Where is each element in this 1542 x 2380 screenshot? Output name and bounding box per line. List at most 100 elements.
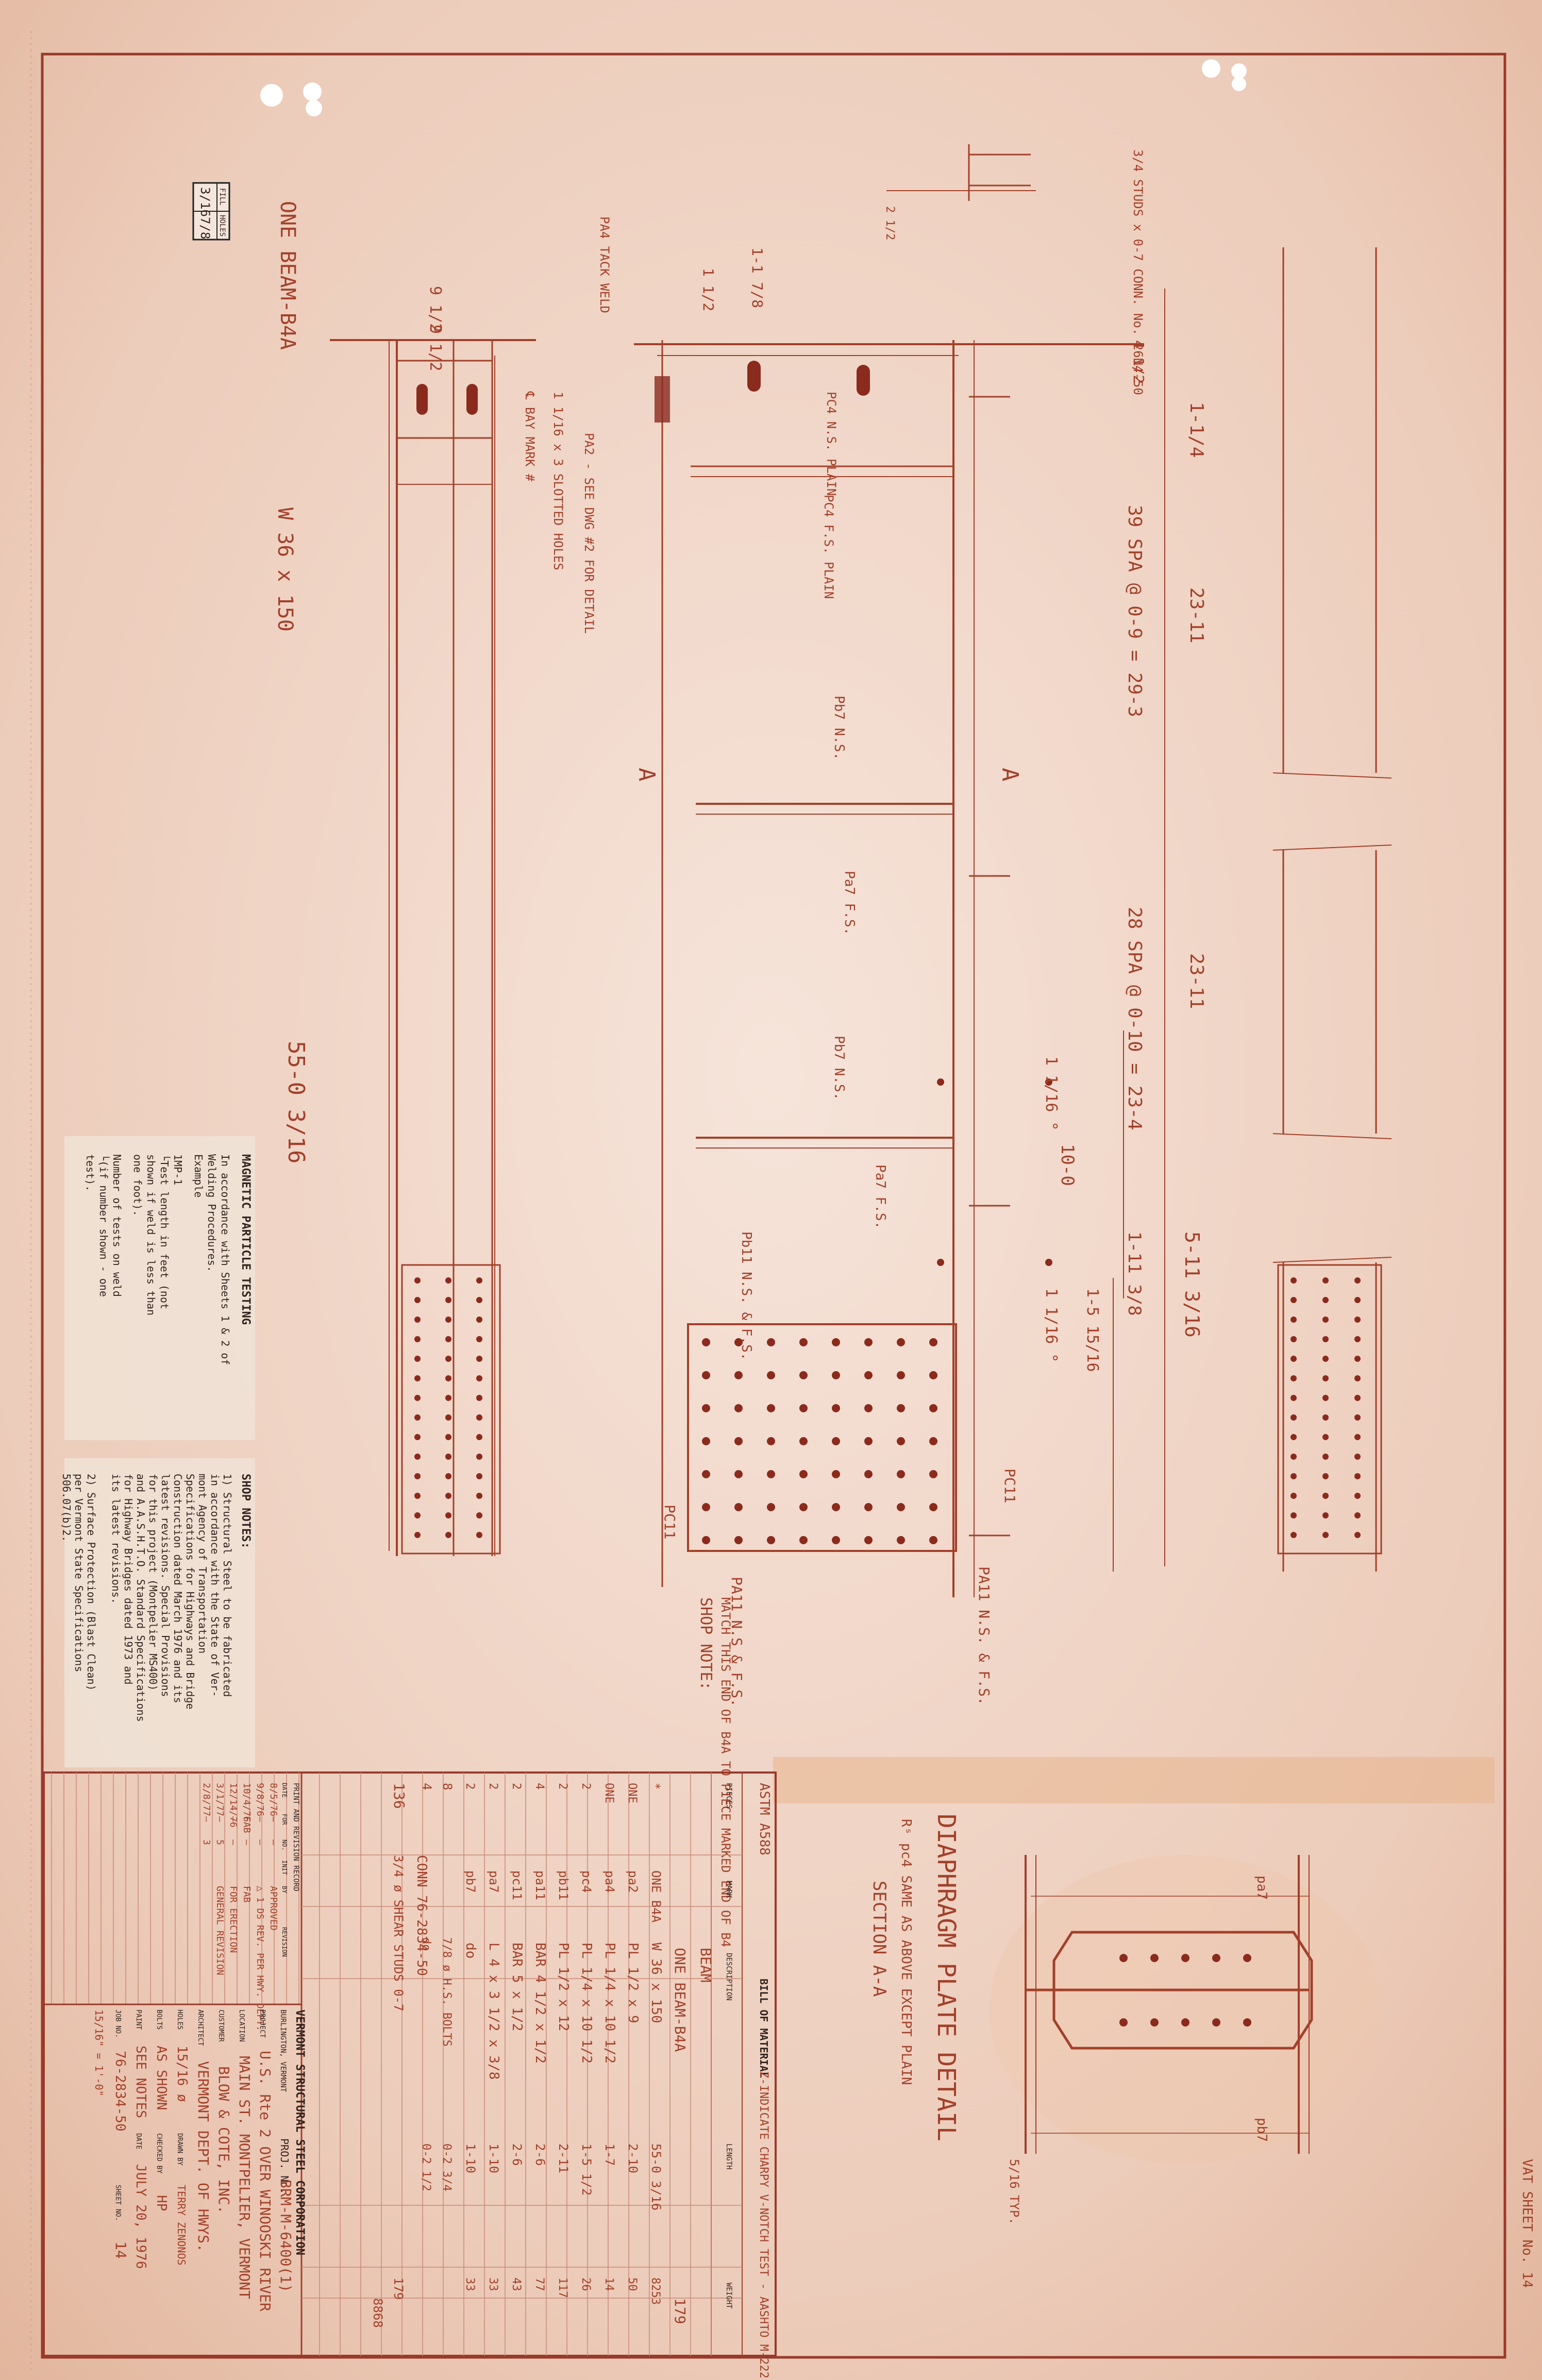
bolt-hole [1354,1414,1361,1421]
bolt-hole [1354,1454,1361,1460]
bom-cell-mark: pa2 [626,1870,640,1893]
bolt-hole [897,1470,905,1478]
bom-cell-mark: ONE B4A [649,1870,663,1923]
bom-studs-line: 3/4 ø SHEAR STUDS 0-7 [391,1855,406,2011]
pa7-fs-2: Pa7 F.S. [873,1164,888,1229]
bolt-hole [445,1434,451,1440]
member-label: ONE BEAM-B4A [276,201,299,350]
bolt-hole [864,1404,873,1412]
bolt-hole [702,1437,710,1445]
section-bottom-label: pb7 [1254,2118,1269,2142]
bolt-hole [1243,1954,1251,1962]
shop-notes-12: per Vermont State Specifications [73,1474,85,1672]
mpt-line-0: In accordance with Sheets 1 & 2 of [219,1154,231,1365]
bolt-hole [1322,1395,1329,1401]
section-detail-labels: DIAPHRAGM PLATE DETAIL Rˢ pc4 SAME AS AB… [869,1814,1269,2225]
bom-cell-len: 2-11 [556,2143,571,2173]
prr-cell-date: 9/8/76 [255,1783,265,1816]
location: MAIN ST. MONTPELIER, VERMONT [236,2056,253,2299]
prr-h-rev: REVISION [281,1927,288,1957]
bolt-hole [476,1493,482,1499]
bolt-hole [1322,1512,1329,1518]
bolt-hole [702,1536,710,1544]
bolt-hole [734,1371,743,1379]
bom-cell-pcs: ONE [602,1783,615,1803]
bolt-hole [476,1532,482,1538]
bolt-hole [414,1375,421,1381]
bolt-hole [445,1454,451,1460]
length-right: 1-11 3/8 [1124,1231,1145,1316]
bolt-hole [1150,2018,1159,2027]
prr-row: 12/14/76——FOR ERECTION [228,1783,239,1953]
svg-text:ARCHITECT: ARCHITECT [196,2010,204,2046]
web-dim-2: 1 1/16 ° [1042,1288,1060,1363]
bolt-hole [929,1437,937,1445]
bom-cell-pcs: 2 [463,1783,476,1790]
pb7-ns: Pb7 N.S. [831,696,847,760]
bolt-hole [1322,1532,1329,1538]
left-web-splice [401,1264,501,1555]
section-top-label: pa7 [1254,1876,1269,1900]
bolt-hole [929,1470,937,1478]
pb7-ns-2: Pb7 N.S. [831,1036,847,1100]
bom-cell-desc: PL 1/4 x 10 1/2 [579,1943,594,2064]
bolt-hole [799,1470,808,1478]
bolt-hole [1290,1512,1297,1518]
bolt-hole [1243,2018,1251,2027]
bom-total-wt: 179 [391,2277,406,2300]
bolt-hole [476,1277,482,1284]
prr-h-by: BY [281,1886,288,1894]
stud-label: 3/4 STUDS x 0-7 CONN. No. 26N4-50 [1131,149,1145,395]
prr-cell-rev: FAB [241,1886,252,1903]
bolt-hole [414,1297,421,1303]
svg-text:PROJECT: PROJECT [258,2010,266,2038]
bolt-hole [1290,1434,1297,1440]
bolt-hole [702,1371,710,1379]
bolt-hole [832,1371,840,1379]
prr-h-no: NO. [281,1839,288,1851]
holes: 15/16 ø [174,2046,190,2102]
architect: VERMONT DEPT. OF HWYS. [195,2061,212,2252]
bolt-hole [1290,1336,1297,1342]
bom-bolt-len: 0-2 3/4 [440,2143,453,2191]
bolt-hole [897,1338,905,1346]
bolt-hole [445,1395,451,1401]
bolt-hole [476,1356,482,1362]
bolt-hole [1212,2018,1220,2027]
web-spacing: 10-0 [1057,1144,1078,1186]
bolt-hole [1354,1434,1361,1440]
prr-cell-for: — [228,1816,239,1822]
bolt-hole [799,1536,808,1544]
bom-cell-desc: W 36 x 150 [648,1943,664,2023]
bolt-hole [476,1297,482,1303]
svg-text:JOB NO.: JOB NO. [114,2010,122,2038]
pb11-label: Pb11 N.S. & F.S. [739,1231,754,1360]
bolt-hole [414,1493,421,1499]
bolt-hole [476,1375,482,1381]
section-bolt-rows [1119,1954,1251,2027]
bolt-hole [414,1414,421,1421]
bom-header-desc: DESCRIPTION [725,1953,733,2001]
bom-cell-len: 2-10 [626,2143,640,2173]
bolt-hole [414,1336,421,1342]
prr-h-init: INIT [281,1860,288,1875]
sheet-border [41,53,1506,2359]
main-labels: ONE BEAM-B4A W 36 x 150 55-0 3/16 9 1/2 … [273,149,1207,1947]
stiffener-dots [937,1078,1052,1266]
studs-left-spacing: 39 SPA @ 0-9 = 29-3 [1124,505,1145,717]
bolt-hole [1290,1493,1297,1499]
bolt-hole [445,1414,451,1421]
bolt-hole [445,1316,451,1323]
bolt-hole [445,1532,451,1538]
bolt-hole [1322,1375,1329,1381]
